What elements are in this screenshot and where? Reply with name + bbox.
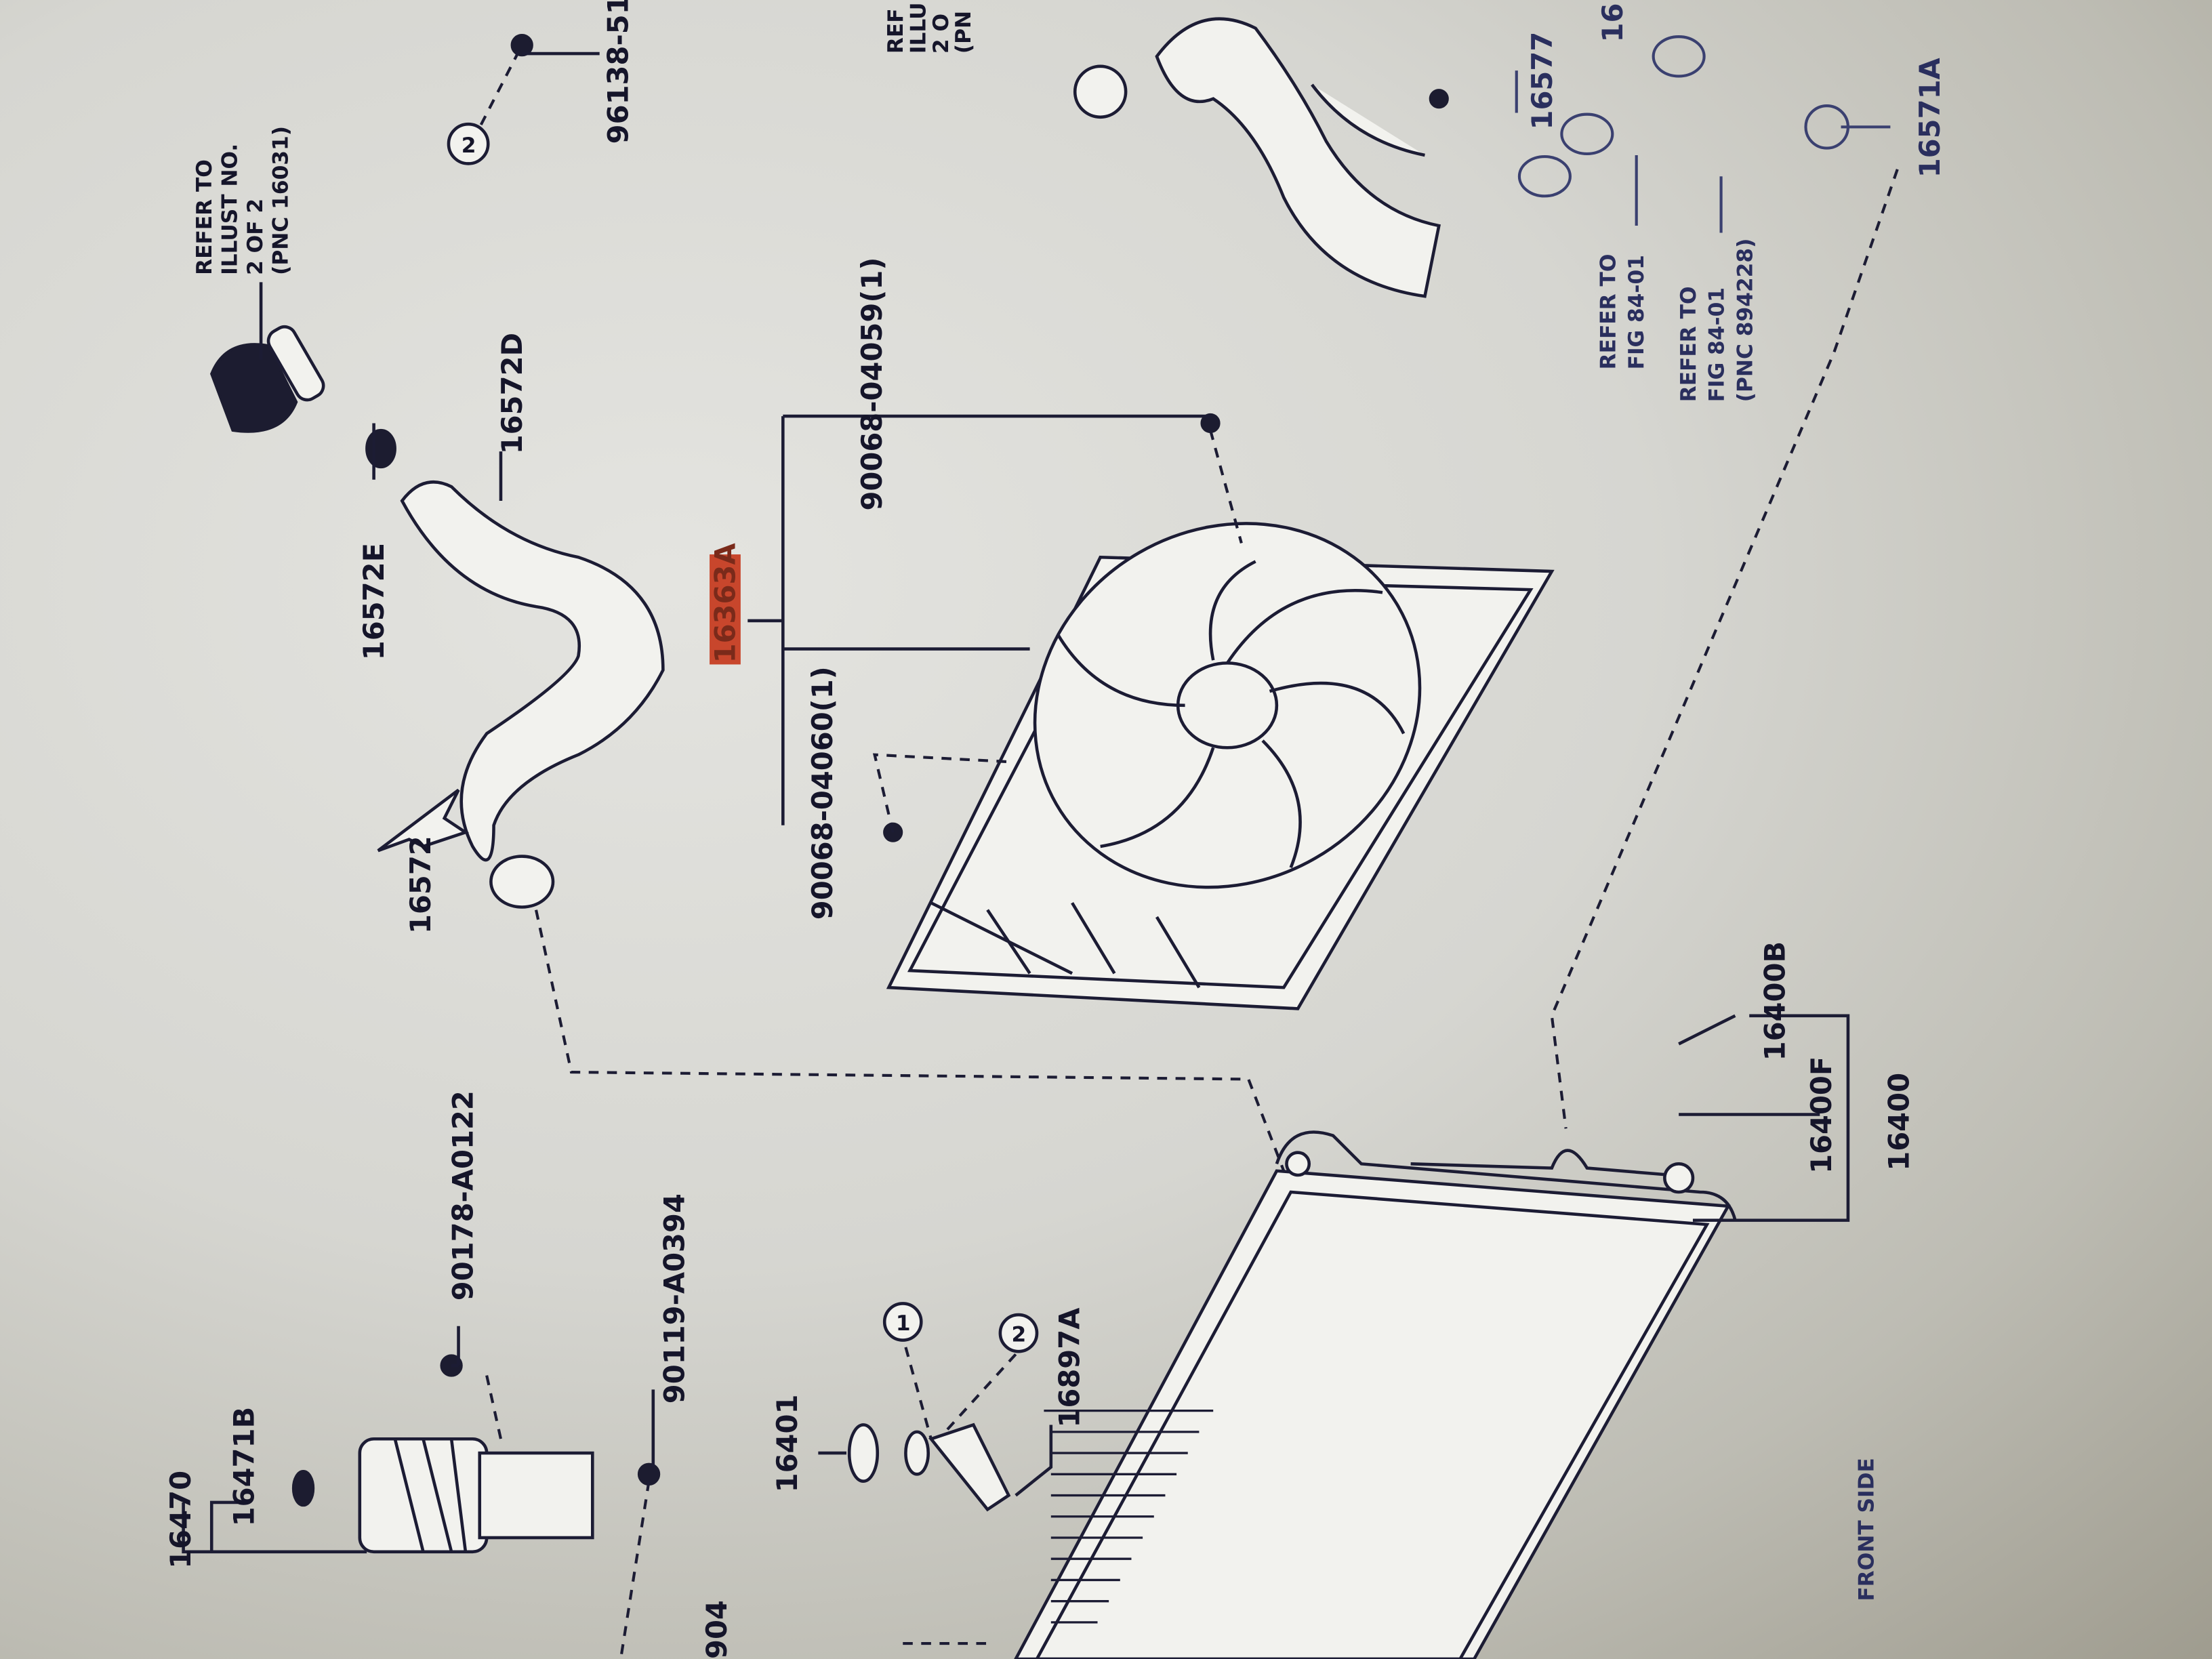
part-label-16897A[interactable]: 16897A	[1052, 1307, 1086, 1428]
radiator-drawing	[1014, 1130, 1737, 1659]
part-label-90068-04059[interactable]: 90068-04059(1)	[855, 258, 888, 511]
callout-circle-2: 2	[998, 1313, 1039, 1353]
part-label-16572[interactable]: 16572	[404, 836, 437, 934]
refer-illust-line1: REFER TO	[192, 159, 217, 275]
part-label-16577[interactable]: 16577	[1525, 32, 1559, 130]
drain-cock-drawing	[847, 1422, 1011, 1512]
front-side-label: FRONT SIDE	[1854, 1458, 1879, 1601]
part-label-90068-04060[interactable]: 90068-04060(1)	[806, 666, 839, 920]
part-label-16401[interactable]: 16401	[771, 1395, 804, 1493]
refer-fig-b-line2: FIG 84-01	[1705, 287, 1729, 402]
part-label-904-partial[interactable]: 904	[700, 1600, 733, 1659]
label-refer-fig-a: REFER TO FIG 84-01	[1596, 254, 1649, 370]
refer-fig-b-line1: REFER TO	[1677, 286, 1701, 402]
fan-shroud-drawing	[886, 522, 1555, 1010]
highlighted-part-label[interactable]: 16363A	[709, 543, 742, 665]
upper-hose-drawing	[400, 480, 665, 862]
clamps-drawing	[489, 33, 1850, 909]
refer-illust-line3: 2 OF 2	[243, 199, 268, 275]
part-label-16572D[interactable]: 16572D	[495, 333, 529, 454]
water-outlet-drawing	[210, 325, 396, 469]
refer-top-right-line2: ILLU	[907, 2, 931, 54]
refer-top-right-line1: REF	[884, 8, 908, 54]
part-label-90178-A0122[interactable]: 90178-A0122	[446, 1090, 479, 1300]
lower-hose-drawing	[1155, 17, 1441, 298]
part-label-16400[interactable]: 16400	[1882, 1073, 1915, 1171]
callout-number: 2	[1012, 1323, 1027, 1347]
callout-circle-2-top: 2	[447, 122, 490, 165]
part-label-16470[interactable]: 16470	[164, 1471, 197, 1569]
callout-circle-1: 1	[882, 1302, 923, 1342]
callout-number: 2	[462, 134, 476, 158]
refer-fig-a-line1: REFER TO	[1596, 254, 1620, 370]
part-label-16572E[interactable]: 16572E	[357, 543, 390, 660]
part-label-16571A[interactable]: 16571A	[1913, 57, 1946, 178]
refer-top-right-line4: (PN	[951, 11, 976, 54]
part-label-16-partial[interactable]: 16	[1596, 3, 1629, 43]
label-refer-top-right: REF ILLU 2 O (PN	[884, 2, 976, 54]
leader-lines	[182, 44, 1899, 1659]
refer-illust-line2: ILLUST NO.	[218, 144, 243, 275]
highlighted-part-number[interactable]: 16363A	[709, 543, 742, 663]
label-refer-fig-b: REFER TO FIG 84-01 (PNC 894228)	[1677, 239, 1757, 403]
refer-fig-b-line3: (PNC 894228)	[1733, 239, 1757, 403]
part-label-16400B[interactable]: 16400B	[1758, 941, 1791, 1061]
reservoir-tank-drawing	[291, 1354, 661, 1554]
refer-illust-line4: (PNC 16031)	[269, 126, 293, 275]
part-label-16400F[interactable]: 16400F	[1805, 1057, 1838, 1174]
callout-number: 1	[896, 1311, 911, 1336]
label-refer-illust: REFER TO ILLUST NO. 2 OF 2 (PNC 16031)	[192, 126, 293, 275]
upper-arrow-icon	[377, 788, 470, 853]
part-label-16471B[interactable]: 16471B	[228, 1407, 261, 1527]
refer-fig-a-line2: FIG 84-01	[1624, 255, 1649, 369]
part-label-96138[interactable]: 96138-51	[601, 0, 634, 144]
refer-top-right-line3: 2 O	[929, 14, 954, 54]
part-label-90119-A0394[interactable]: 90119-A0394	[658, 1193, 691, 1404]
